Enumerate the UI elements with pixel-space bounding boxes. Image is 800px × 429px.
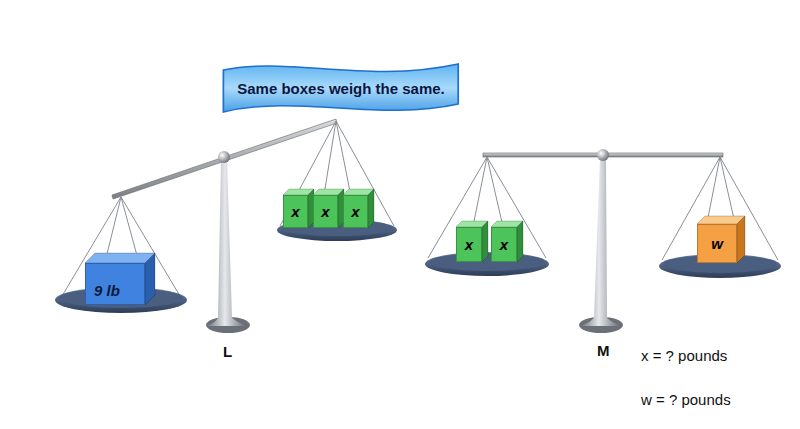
x-box: x bbox=[343, 195, 368, 228]
question-note: w = ? pounds bbox=[641, 391, 731, 408]
banner-text: Same boxes weigh the same. bbox=[237, 80, 445, 97]
box-label: x bbox=[321, 203, 329, 220]
x-box: x bbox=[491, 227, 517, 262]
box-label: w bbox=[711, 235, 723, 252]
box-label: x bbox=[465, 236, 473, 253]
box-face bbox=[517, 221, 523, 262]
scale-letter: M bbox=[597, 342, 610, 359]
scale-m bbox=[425, 149, 781, 333]
banner: Same boxes weigh the same. bbox=[220, 60, 462, 116]
box-label: x bbox=[291, 203, 299, 220]
box-face bbox=[737, 216, 745, 263]
scale-letter: L bbox=[223, 343, 232, 360]
box-face bbox=[85, 253, 155, 263]
w-box: w bbox=[697, 224, 737, 263]
scale-l bbox=[55, 119, 397, 333]
x-box: x bbox=[456, 227, 482, 262]
box-face bbox=[145, 253, 155, 305]
question-note: x = ? pounds bbox=[641, 347, 727, 364]
weight-box: 9 lb bbox=[85, 263, 145, 305]
x-box: x bbox=[283, 195, 308, 228]
box-label: x bbox=[500, 236, 508, 253]
box-face bbox=[368, 189, 374, 228]
x-box: x bbox=[313, 195, 338, 228]
box-label: 9 lb bbox=[94, 282, 120, 299]
box-label: x bbox=[351, 203, 359, 220]
box-face bbox=[482, 221, 488, 262]
